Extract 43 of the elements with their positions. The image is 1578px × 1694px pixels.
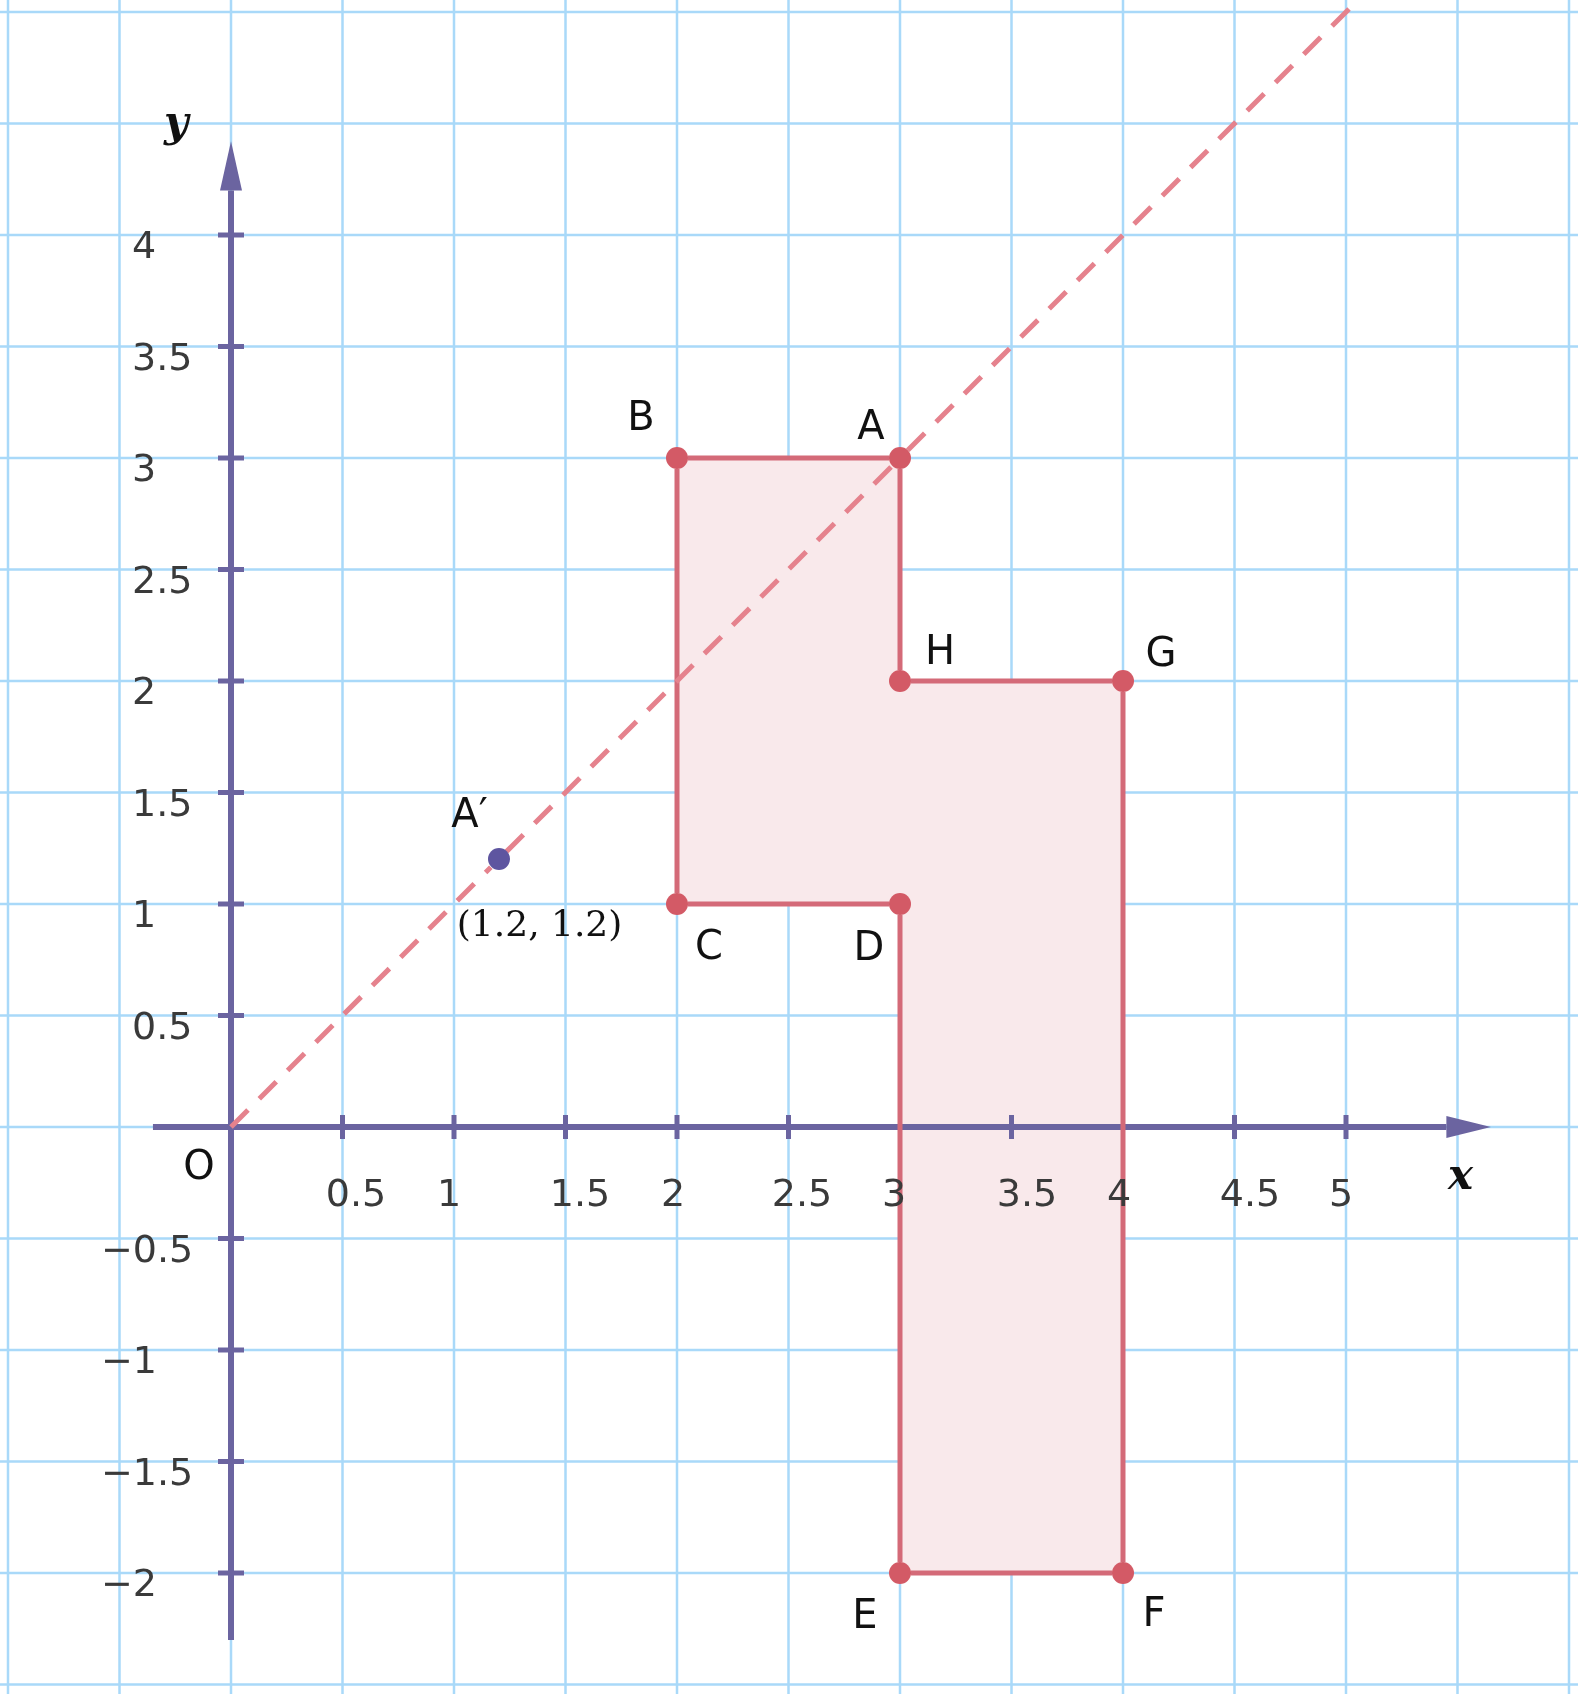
tick-label: 3.5 (132, 335, 193, 378)
tick-label: −2 (101, 1562, 158, 1604)
polygon-side (1120, 692, 1126, 1562)
point-label: A (856, 403, 886, 447)
point-label: G (1144, 630, 1178, 674)
polygon-side (688, 901, 889, 907)
point-label: D (852, 924, 886, 968)
polygon-side (897, 469, 903, 670)
tick-label: 0.5 (324, 1172, 388, 1214)
point-label: F (1141, 1590, 1167, 1634)
point-label: E (851, 1592, 879, 1636)
tick-label: −1.5 (101, 1450, 194, 1493)
polygon-side (911, 678, 1112, 684)
tick-label: −0.5 (101, 1227, 194, 1270)
dashed-line (229, 865, 493, 1129)
point-label: O (182, 1143, 216, 1187)
tick-label: 2 (132, 670, 157, 712)
tick-label: 4 (132, 224, 157, 266)
tick-label: 1 (132, 893, 157, 935)
tick-label: −1 (101, 1339, 158, 1381)
tick-label: 5 (1327, 1172, 1355, 1214)
point-label: B (626, 394, 656, 438)
dashed-line (504, 464, 894, 854)
tick-label: 4.5 (1218, 1172, 1282, 1214)
tick-label: 1 (435, 1172, 463, 1214)
tick-label: 2.5 (770, 1172, 834, 1214)
point-label: C (694, 923, 724, 967)
tick-label: 1.5 (132, 781, 193, 824)
polygon-side (688, 455, 889, 461)
tick-label: 0.5 (132, 1004, 193, 1047)
tick-label: 3 (132, 447, 157, 489)
coordinate-label: (1.2, 1.2) (455, 902, 624, 947)
tick-label: 2 (659, 1172, 687, 1214)
point-label: A′ (450, 791, 489, 836)
polygon-side (674, 469, 680, 893)
point-label: H (923, 628, 957, 672)
polygon-side (911, 1570, 1112, 1576)
tick-label: 2.5 (132, 558, 193, 601)
tick-label: 3.5 (995, 1172, 1059, 1214)
axis-label: x (1448, 1153, 1474, 1197)
polygon-side (897, 915, 903, 1562)
tick-label: 1.5 (548, 1172, 612, 1214)
axis-label: y (164, 100, 189, 144)
